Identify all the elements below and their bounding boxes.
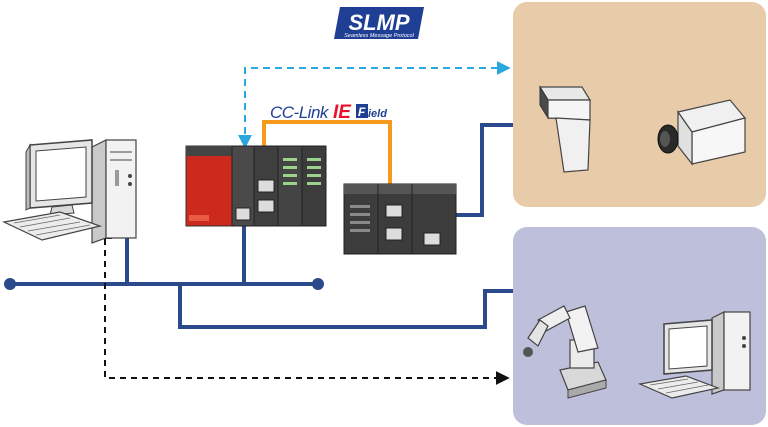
cclink-ie-field-logo: CC-Link IE F ield bbox=[270, 102, 387, 123]
camera-icon bbox=[657, 99, 747, 166]
lan-arrow bbox=[98, 225, 510, 385]
desktop-pc-icon bbox=[637, 311, 751, 399]
robot-arm-icon bbox=[523, 305, 607, 399]
cclink-logo-badge: F bbox=[358, 105, 366, 119]
cclink-logo-badge-box bbox=[356, 104, 368, 118]
network-module-icon bbox=[343, 183, 457, 255]
slmp-logo-text: SLMP bbox=[348, 10, 409, 35]
cclink-logo-ie: IE bbox=[333, 102, 352, 123]
desktop-pc-icon bbox=[2, 139, 137, 244]
cclink-logo-prefix: CC-Link bbox=[270, 103, 330, 122]
slmp-logo-tagline: Seamless Message Protocol bbox=[344, 33, 414, 39]
bus-endpoint-right bbox=[312, 278, 324, 290]
slmp-logo: SLMP Seamless Message Protocol bbox=[334, 7, 424, 39]
bus-endpoint-left bbox=[4, 278, 16, 290]
cclink-logo-suffix: ield bbox=[368, 108, 387, 120]
slmp-arrow bbox=[238, 61, 511, 149]
plc-icon bbox=[185, 145, 327, 227]
code-reader-icon bbox=[538, 85, 592, 173]
